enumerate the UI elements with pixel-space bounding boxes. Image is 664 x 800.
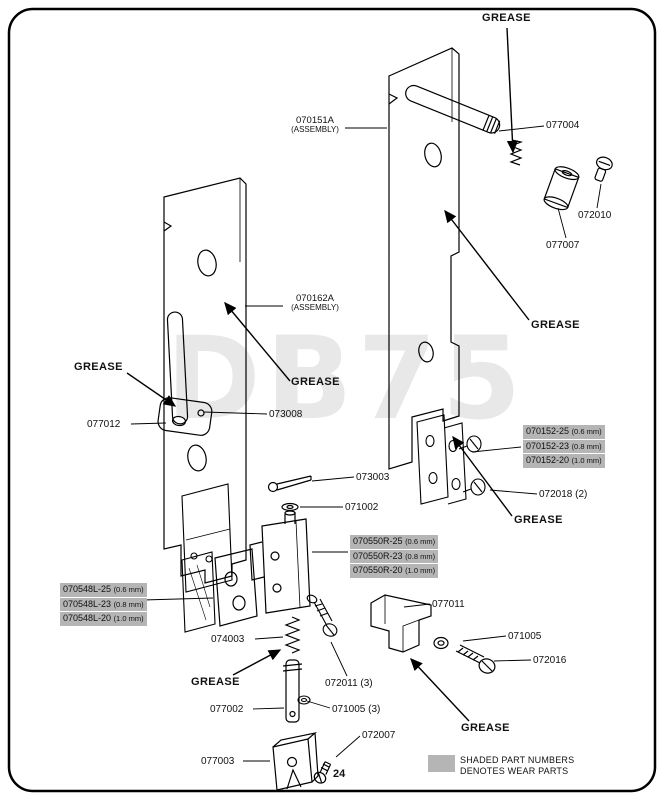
wear-row: 070548L-25 (0.6 mm) [60, 583, 147, 597]
wear-group-070550R: 070550R-25 (0.6 mm) 070550R-23 (0.8 mm) … [350, 535, 439, 578]
legend-text: SHADED PART NUMBERS DENOTES WEAR PARTS [460, 755, 574, 778]
grease-label-right-mid: GREASE [514, 514, 563, 526]
assembly-right-pn: 070151A [295, 115, 335, 126]
part-label-077003: 077003 [201, 756, 235, 767]
wear-size: (0.8 mm) [571, 441, 602, 451]
part-label-077002: 077002 [210, 704, 244, 715]
wear-row: 070548L-23 (0.8 mm) [60, 597, 147, 611]
wear-pn: 070550R-25 [353, 536, 403, 546]
assembly-left-sub: (ASSEMBLY) [291, 303, 339, 313]
wear-row: 070548L-20 (1.0 mm) [60, 612, 147, 626]
wear-row: 070550R-23 (0.8 mm) [350, 549, 439, 563]
wear-row: 070152-23 (0.8 mm) [523, 439, 605, 453]
wear-pn: 070152-23 [526, 440, 570, 451]
wear-row: 070152-20 (1.0 mm) [523, 454, 605, 468]
wear-group-070548L: 070548L-25 (0.6 mm) 070548L-23 (0.8 mm) … [60, 583, 147, 626]
wear-pn: 070548L-23 [63, 598, 112, 609]
bracket-077011-art [370, 594, 432, 653]
part-label-077011: 077011 [432, 599, 465, 610]
shim-bracket-art [416, 414, 486, 505]
assembly-left-pn: 070162A [295, 293, 335, 304]
grease-label-right-upper: GREASE [531, 319, 580, 331]
part-label-073008: 073008 [269, 409, 303, 420]
wear-size: (0.8 mm) [405, 551, 436, 561]
right-plate-art [388, 47, 460, 470]
part-label-073003: 073003 [356, 472, 390, 483]
assembly-label-right: 070151A (ASSEMBLY) [284, 115, 346, 135]
assembly-label-left: 070162A (ASSEMBLY) [284, 293, 346, 313]
grease-label-top: GREASE [482, 12, 531, 24]
part-label-077004: 077004 [546, 120, 580, 131]
wear-row: 070152-25 (0.6 mm) [523, 425, 605, 439]
part-label-074003: 074003 [211, 634, 245, 645]
left-plate-art [163, 177, 247, 584]
wear-group-070152: 070152-25 (0.6 mm) 070152-23 (0.8 mm) 07… [523, 425, 605, 468]
wear-row: 070550R-25 (0.6 mm) [350, 535, 439, 549]
screw-072011-art [297, 594, 338, 705]
watermark-text: DB75 [166, 312, 527, 445]
wear-pn: 070550R-23 [353, 550, 403, 561]
pin-assembly-art [405, 84, 613, 211]
wear-row: 070550R-20 (1.0 mm) [350, 564, 439, 578]
legend-line2: DENOTES WEAR PARTS [460, 766, 569, 777]
part-label-077007: 077007 [546, 240, 580, 251]
page-number: 24 [333, 768, 346, 780]
part-label-072018: 072018 (2) [539, 489, 588, 500]
label-leader-lines [130, 125, 602, 762]
grease-label-middle: GREASE [291, 376, 340, 388]
part-label-071005x3: 071005 (3) [332, 704, 381, 715]
pin-077004-art [405, 84, 501, 134]
roller-077007-art [543, 166, 580, 211]
part-label-072016: 072016 [533, 655, 567, 666]
wear-pn: 070152-20 [526, 455, 570, 465]
part-label-072010: 072010 [578, 210, 612, 221]
part-label-077012: 077012 [87, 419, 121, 430]
part-label-071005: 071005 [508, 631, 542, 642]
wear-size: (0.6 mm) [405, 537, 436, 546]
part-label-072011: 072011 (3) [325, 678, 373, 689]
grease-label-left: GREASE [74, 361, 123, 373]
left-wear-block-art [214, 548, 258, 627]
screw-072007-art [313, 761, 332, 784]
legend-line1: SHADED PART NUMBERS [460, 755, 575, 765]
wear-size: (0.6 mm) [571, 427, 602, 436]
grease-label-bottom-right: GREASE [461, 722, 510, 734]
grease-arrows [126, 27, 530, 722]
wear-size: (0.6 mm) [113, 585, 144, 594]
assembly-right-sub: (ASSEMBLY) [291, 125, 339, 135]
part-label-072007: 072007 [362, 730, 396, 741]
screw-072016-art [433, 636, 496, 674]
wear-size: (1.0 mm) [113, 614, 144, 623]
screw-072018-b-art [462, 478, 486, 496]
wear-parts-legend: SHADED PART NUMBERS DENOTES WEAR PARTS [428, 755, 574, 778]
wear-size: (1.0 mm) [571, 456, 602, 465]
grease-label-bottom-left: GREASE [191, 676, 240, 688]
spring-rod-art [272, 616, 332, 791]
page-border [7, 7, 657, 793]
wear-pn: 070548L-20 [63, 613, 112, 623]
wear-pn: 070548L-25 [63, 584, 112, 594]
wear-size: (1.0 mm) [405, 566, 436, 575]
pawl-blocks-art [181, 483, 233, 633]
screw-072010-art [594, 156, 613, 182]
wear-pn: 070152-25 [526, 426, 570, 436]
wear-part-swatch [428, 755, 455, 772]
lever-plate-art [157, 397, 213, 436]
part-label-071002: 071002 [345, 502, 379, 513]
center-block-art [249, 475, 312, 614]
wear-size: (0.8 mm) [113, 599, 144, 609]
wear-pn: 070550R-20 [353, 565, 403, 575]
